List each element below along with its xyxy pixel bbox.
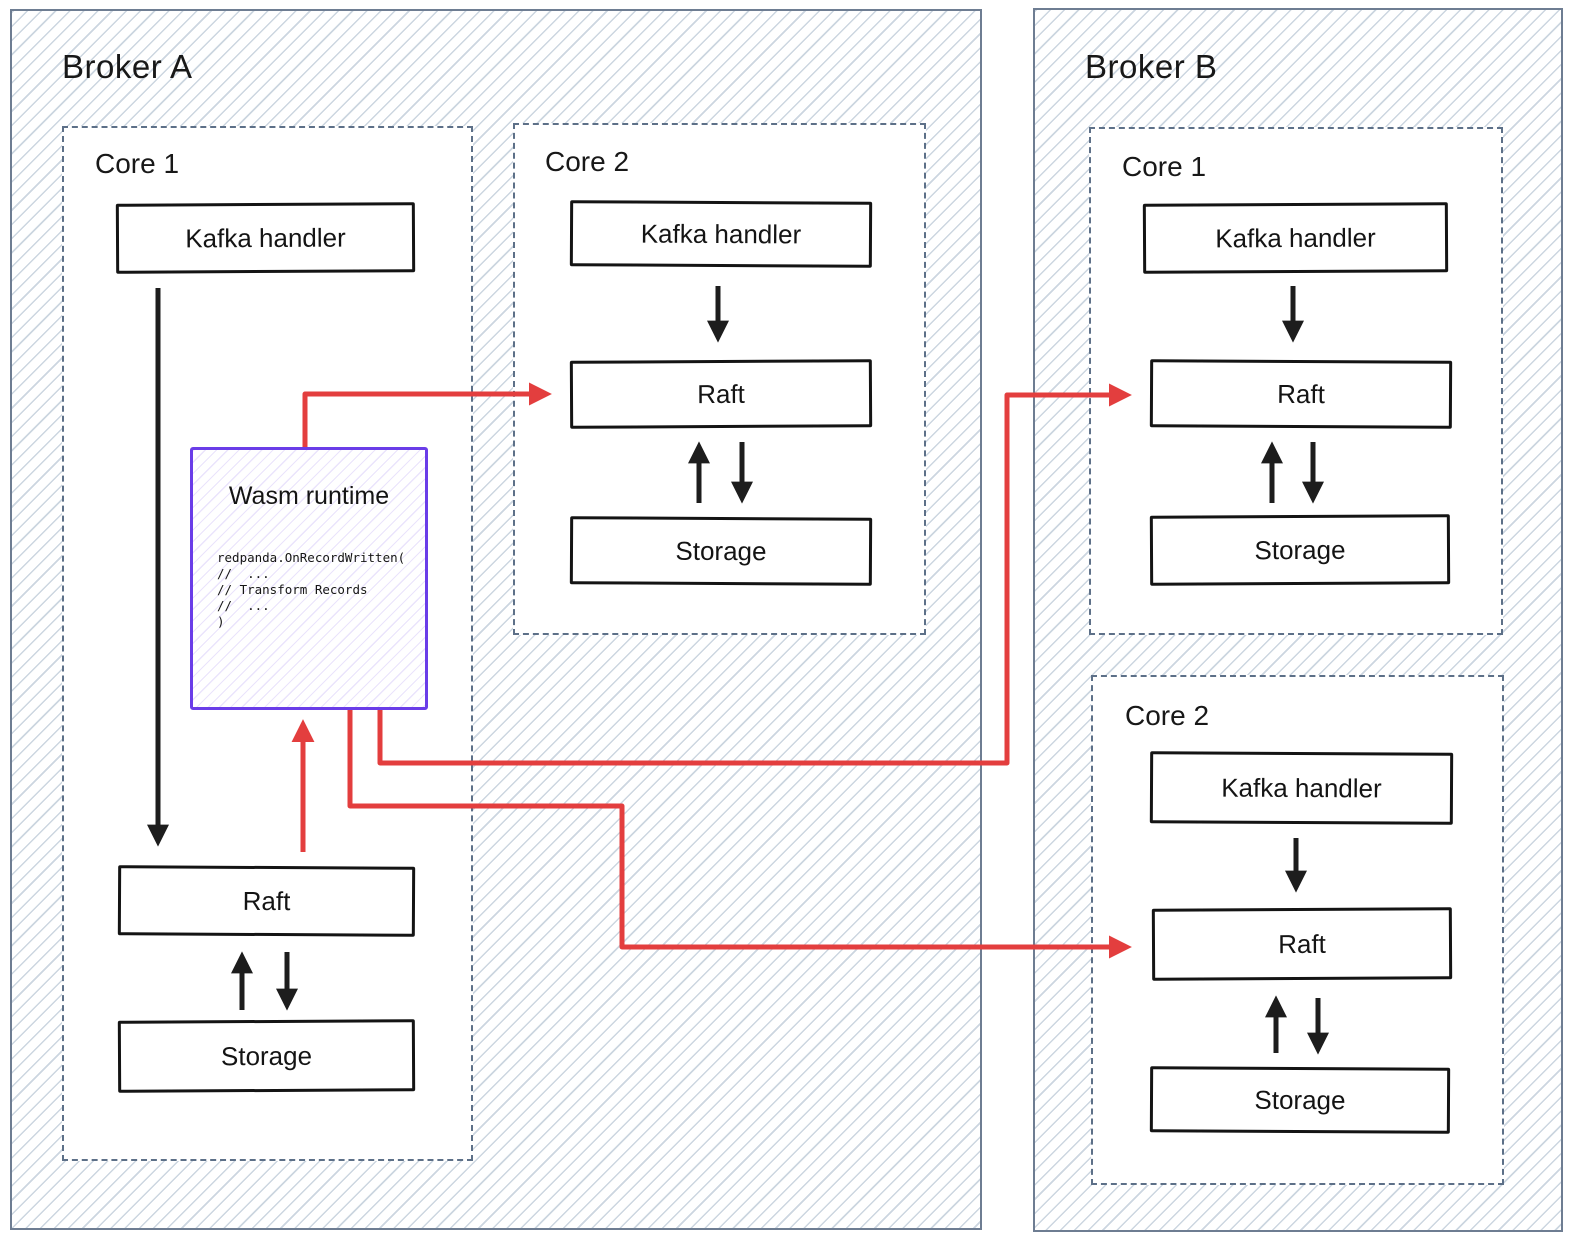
broker-b-core1-box: Core 1 Kafka handler Raft Storage [1089,127,1503,635]
broker-b-box: Broker B Core 1 Kafka handler Raft Stora… [1033,8,1563,1232]
broker-b-core1-title: Core 1 [1122,151,1207,182]
raft-label: Raft [697,378,745,409]
broker-b-title: Broker B [1085,48,1218,85]
broker-b-core1-storage-box: Storage [1149,514,1451,586]
kafka-handler-label: Kafka handler [640,218,802,249]
wasm-code-snippet: redpanda.OnRecordWritten( // ... // Tran… [217,550,406,629]
broker-a-core1-box: Core 1 Kafka handler Wasm runtime redpan… [62,126,473,1161]
broker-b-core2-title: Core 2 [1125,700,1210,731]
storage-label: Storage [675,535,767,566]
raft-label: Raft [1278,928,1326,959]
kafka-handler-label: Kafka handler [1221,772,1382,803]
broker-a-core2-title: Core 2 [545,146,630,177]
raft-label: Raft [242,885,291,916]
broker-a-core1-title: Core 1 [95,148,180,179]
broker-b-core1-raft-box: Raft [1149,359,1453,429]
broker-a-core2-raft-box: Raft [569,359,873,429]
wasm-runtime-title: Wasm runtime [228,482,390,510]
storage-label: Storage [1254,1084,1346,1115]
wasm-runtime-box: Wasm runtime redpanda.OnRecordWritten( /… [190,447,428,710]
broker-a-core1-kafka-handler-box: Kafka handler [115,202,416,274]
broker-b-core2-raft-box: Raft [1151,907,1453,981]
broker-a-box: Broker A Core 1 Kafka handler Wasm runti… [10,9,982,1230]
storage-label: Storage [1254,534,1346,565]
kafka-handler-label: Kafka handler [1215,222,1376,253]
broker-b-core2-storage-box: Storage [1149,1066,1451,1134]
broker-b-core2-kafka-handler-box: Kafka handler [1149,751,1454,825]
kafka-handler-label: Kafka handler [185,222,346,253]
broker-a-title: Broker A [62,48,193,85]
broker-a-core2-kafka-handler-box: Kafka handler [569,200,873,268]
broker-b-core1-kafka-handler-box: Kafka handler [1142,202,1449,274]
broker-a-core1-storage-box: Storage [117,1019,416,1093]
broker-a-core2-box: Core 2 Kafka handler Raft Storage [513,123,926,635]
storage-label: Storage [220,1040,313,1071]
raft-label: Raft [1277,378,1325,409]
broker-a-core2-storage-box: Storage [569,516,873,586]
broker-b-core2-box: Core 2 Kafka handler Raft Storage [1091,675,1504,1185]
broker-a-core1-raft-box: Raft [117,865,416,937]
